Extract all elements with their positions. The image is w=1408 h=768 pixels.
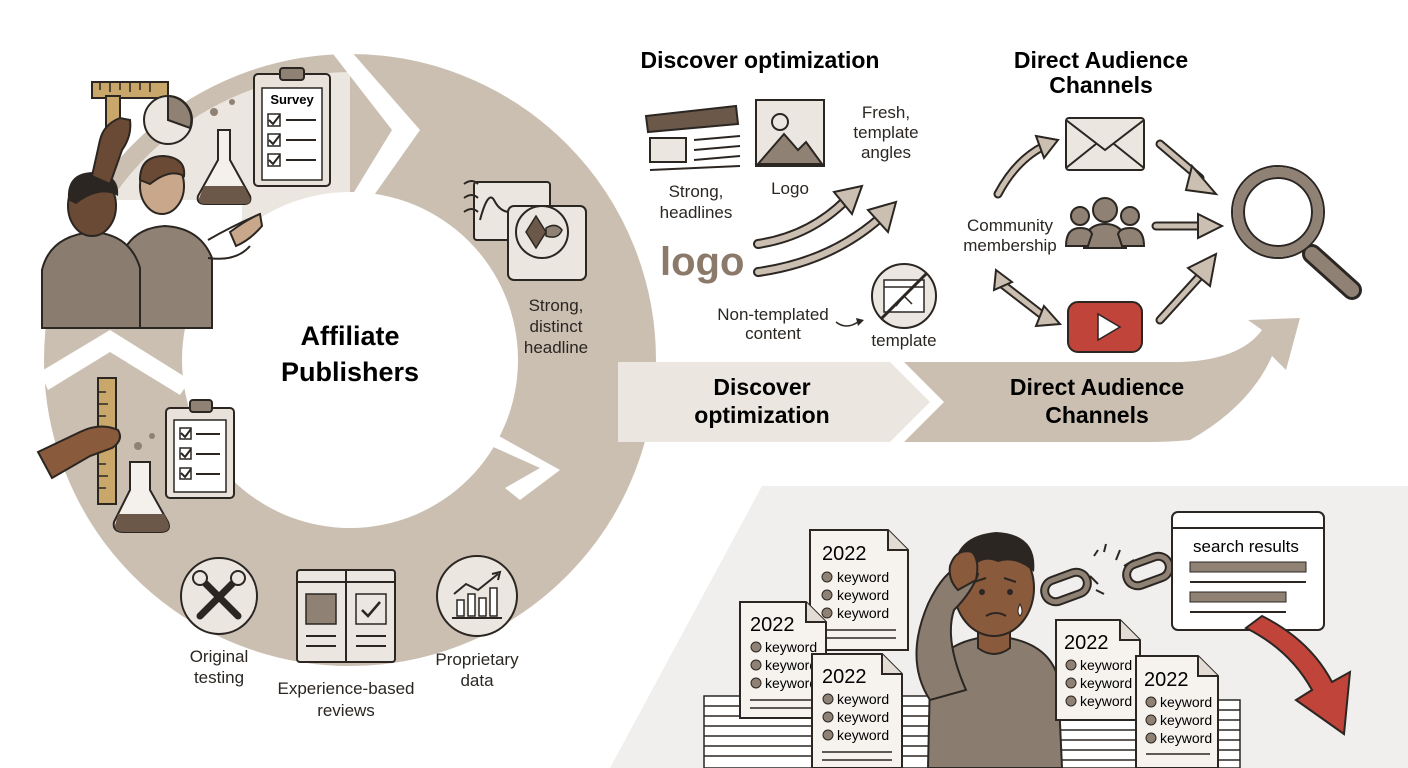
discover-template-label: template <box>871 331 936 350</box>
item-proprietary-line2: data <box>460 671 494 690</box>
direct-community-line2: membership <box>963 236 1057 255</box>
headline-pen-icon <box>463 180 587 281</box>
discover-fresh-line1: Fresh, <box>862 103 910 122</box>
doc2-line2: keyword <box>837 727 889 743</box>
headline-line2: distinct <box>530 317 583 336</box>
discover-title: Discover optimization <box>641 47 880 73</box>
discover-logo-caption: Logo <box>771 179 809 198</box>
discover-logo-word: logo <box>660 240 744 284</box>
flow-left-line1: Discover <box>713 374 810 400</box>
doc0-line1: keyword <box>837 587 889 603</box>
doc0-line2: keyword <box>837 605 889 621</box>
ring-hole <box>182 192 518 528</box>
discover-strong-line2: headlines <box>660 203 733 222</box>
headline-line1: Strong, <box>529 296 584 315</box>
search-results-label: search results <box>1193 537 1299 556</box>
item-proprietary-line1: Proprietary <box>435 650 519 669</box>
direct-title-line1: Direct Audience <box>1014 47 1188 73</box>
doc0-line0: keyword <box>837 569 889 585</box>
discover-strong-line1: Strong, <box>669 182 724 201</box>
flow-arrow-right-segment <box>904 318 1300 442</box>
testing-illustration <box>36 377 235 533</box>
survey-label: Survey <box>270 92 314 107</box>
discover-growth-arrows <box>753 184 898 277</box>
doc2-line0: keyword <box>837 691 889 707</box>
channel-arrows <box>992 134 1225 328</box>
decline-arrow <box>1244 614 1352 736</box>
center-title-line2: Publishers <box>281 357 419 387</box>
discover-fresh-line3: angles <box>861 143 911 162</box>
headline-article-icon <box>644 104 741 171</box>
keyword-document <box>1135 655 1219 768</box>
flow-right-line1: Direct Audience <box>1010 374 1184 400</box>
doc0-year: 2022 <box>822 543 867 565</box>
item-original-line2: testing <box>194 668 244 687</box>
ring-chevron-top <box>330 50 420 215</box>
item-experience-line2: reviews <box>317 701 375 720</box>
doc2-line1: keyword <box>837 709 889 725</box>
worried-person <box>915 532 1064 768</box>
direct-title-line2: Channels <box>1049 72 1153 98</box>
nontemplated-pointer-arrow <box>835 321 859 327</box>
doc1-line1: keyword <box>765 657 817 673</box>
doc4-line0: keyword <box>1160 694 1212 710</box>
keyword-document <box>811 653 903 768</box>
scientists-illustration <box>41 67 331 329</box>
community-icon <box>1064 197 1146 249</box>
doc4-line1: keyword <box>1160 712 1212 728</box>
doc1-year: 2022 <box>750 614 795 636</box>
review-book-icon <box>296 569 396 663</box>
doc3-line1: keyword <box>1080 675 1132 691</box>
doc1-line2: keyword <box>765 675 817 691</box>
magnifier-icon <box>1231 165 1362 300</box>
center-title-line1: Affiliate <box>300 321 399 351</box>
bar-chart-icon <box>436 555 518 637</box>
direct-community-line1: Community <box>967 216 1053 235</box>
discover-nontemplated-line1: Non-templated <box>717 305 829 324</box>
doc3-line2: keyword <box>1080 693 1132 709</box>
email-icon <box>1065 117 1145 171</box>
ring-chevron-left <box>40 330 190 395</box>
broken-chain-icon <box>1040 543 1174 607</box>
item-experience-line1: Experience-based <box>277 679 414 698</box>
doc3-line0: keyword <box>1080 657 1132 673</box>
nontemplated-pointer-head <box>856 318 864 326</box>
tools-icon <box>180 557 258 635</box>
flow-left-line2: optimization <box>694 402 829 428</box>
doc4-line2: keyword <box>1160 730 1212 746</box>
doc4-year: 2022 <box>1144 669 1189 691</box>
doc1-line0: keyword <box>765 639 817 655</box>
keyword-document <box>1055 619 1141 721</box>
search-results-window <box>1171 511 1325 631</box>
item-original-line1: Original <box>190 647 249 666</box>
flow-right-line2: Channels <box>1045 402 1149 428</box>
video-play-icon <box>1067 301 1143 353</box>
doc2-year: 2022 <box>822 666 867 688</box>
no-template-icon <box>871 263 937 329</box>
flow-arrow-left-segment <box>618 362 930 442</box>
discover-fresh-line2: template <box>853 123 918 142</box>
headline-line3: headline <box>524 338 588 357</box>
doc3-year: 2022 <box>1064 632 1109 654</box>
flow-arrow <box>618 318 1300 442</box>
image-logo-icon <box>755 99 825 167</box>
discover-nontemplated-line2: content <box>745 324 801 343</box>
